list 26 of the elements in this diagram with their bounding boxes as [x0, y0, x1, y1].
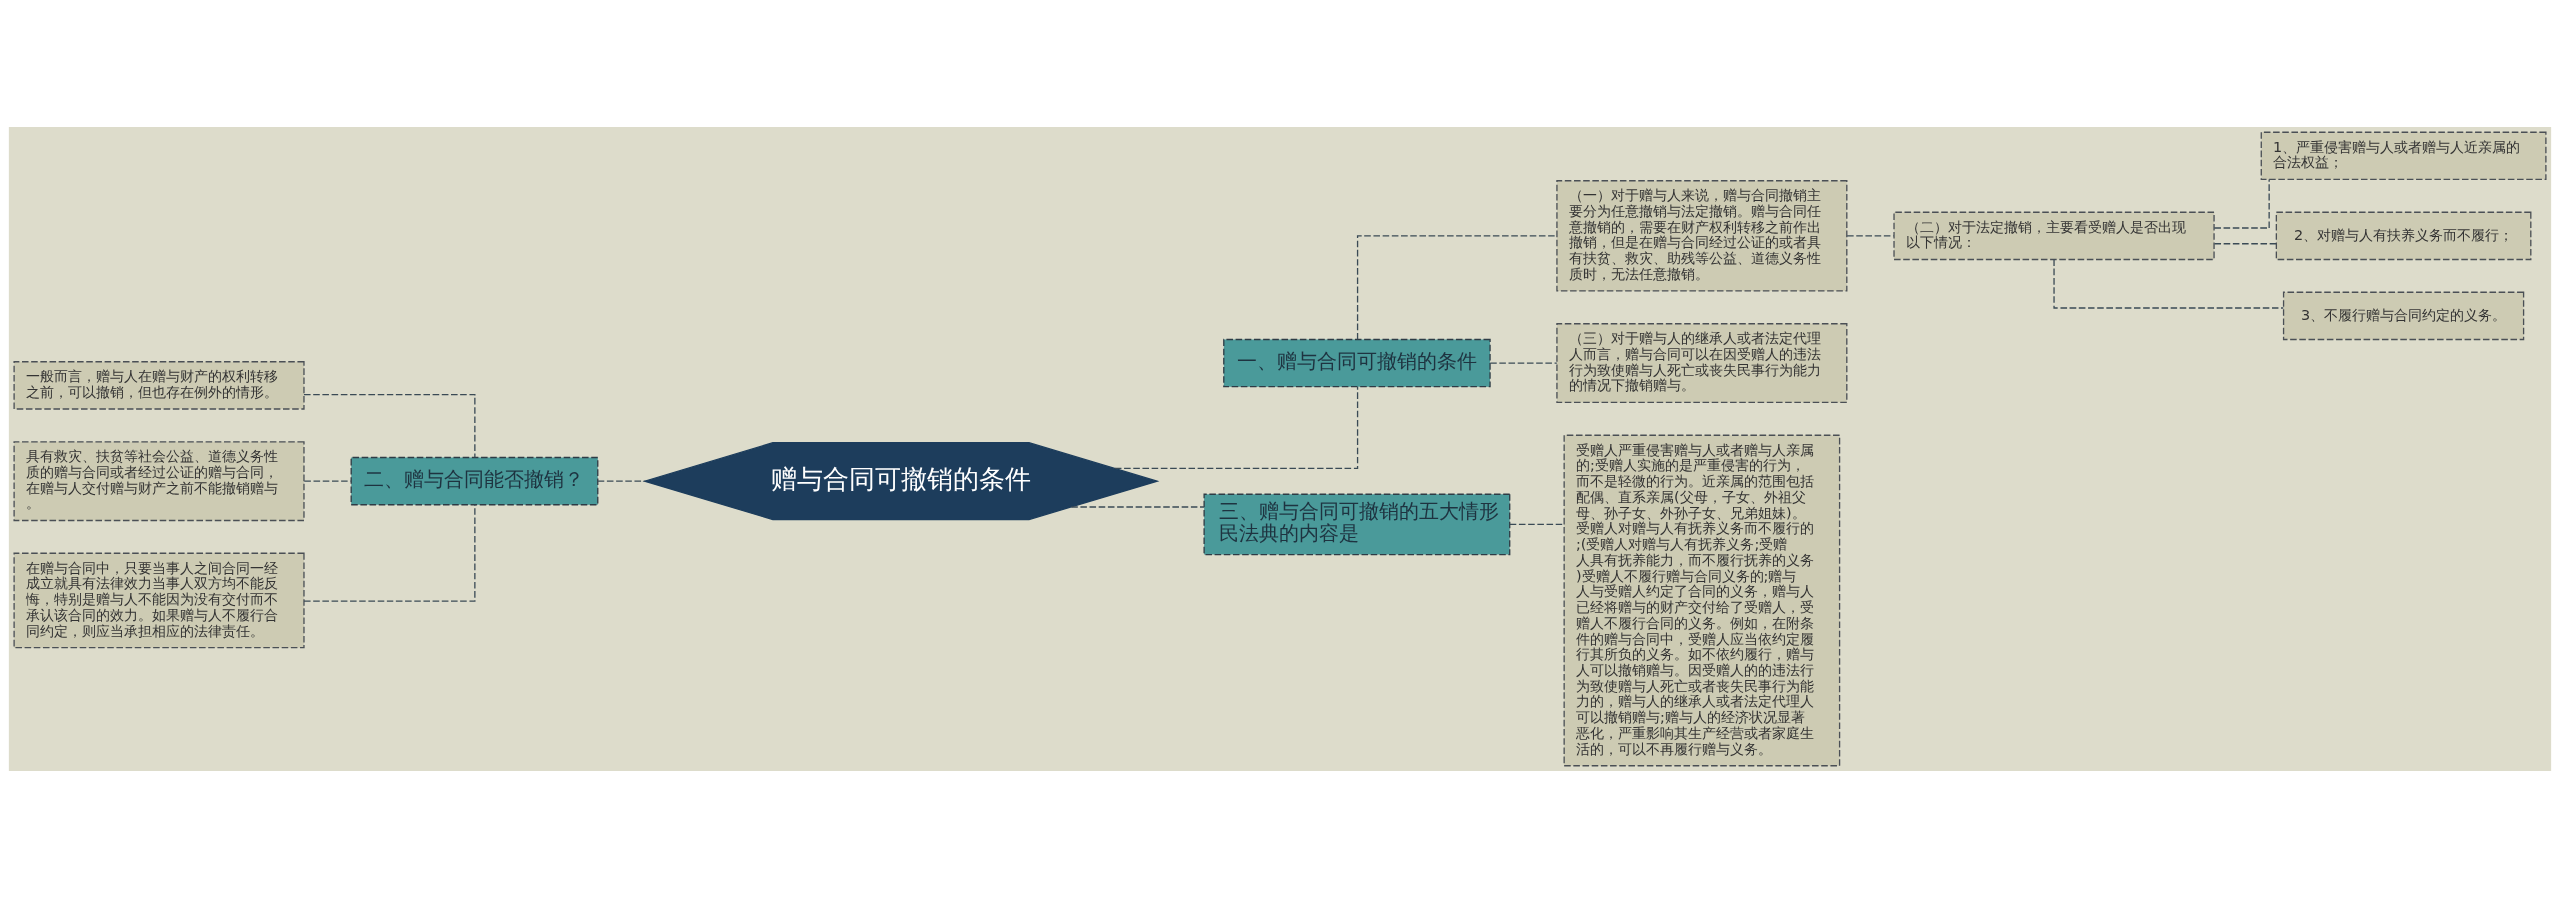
connector	[303, 480, 352, 482]
connector	[1070, 506, 1205, 508]
node-box: 具有救灾、扶贫等社会公益、道德义务性质的赠与合同或者经过公证的赠与合同，在赠与人交付赠与财产之前不能撤销赠与。	[13, 441, 305, 522]
node-box: 在赠与合同中，只要当事人之间合同一经成立就具有法律效力当事人双方均不能反悔，特别是赠与人不能因为没有交付而不承认该合同的效力。如果赠与人不履行合同约定，则应当承担相应的法律责任。	[13, 552, 305, 649]
node-box: 受赠人严重侵害赠与人或者赠与人亲属的;受赠人实施的是严重侵害的行为，而不是轻微的行为。近亲属的范围包括配偶、直系亲属(父母，子女、外祖父母、孙子女、外孙子女、兄弟姐妹)。受赠人对赠与人有抚养义务而不履行的;(受赠人对赠与人有抚养义务;受赠人具有抚养能力，而不履行抚养的义务)受赠人不履行赠与合同义务的;赠与人与受赠人约定了合同的义务，赠与人已经将赠与的财产交付给了受赠人，受赠人不履行合同的义务。例如，在附条件的赠与合同中，受赠人应当依约定履行其所负的义务。如不依约履行，赠与人可以撤销赠与。因受赠人的的违法行为致使赠与人死亡或者丧失民事行为能力的，赠与人的继承人或者法定代理人可以撤销赠与;赠与人的经济状况显著恶化，严重影响其生产经营或者家庭生活的，可以不再履行赠与义务。	[1563, 434, 1841, 767]
node-box: 3、不履行赠与合同约定的义务。	[2282, 291, 2525, 341]
connector	[1356, 235, 1558, 340]
node-box: 1、严重侵害赠与人或者赠与人近亲属的合法权益；	[2260, 131, 2547, 181]
node-box: 一、赠与合同可撤销的条件	[1223, 338, 1491, 388]
node-box: （二）对于法定撤销，主要看受赠人是否出现以下情况：	[1893, 211, 2215, 261]
node-box: （三）对于赠与人的继承人或者法定代理人而言，赠与合同可以在因受赠人的违法行为致使赠与人死亡或丧失民事行为能力的情况下撤销赠与。	[1556, 323, 1848, 404]
connector	[303, 504, 476, 602]
connector	[1846, 235, 1895, 237]
connector	[2213, 243, 2277, 245]
node-box: 一般而言，赠与人在赠与财产的权利转移之前，可以撤销，但也存在例外的情形。	[13, 361, 305, 410]
connector	[303, 393, 476, 459]
connector	[597, 480, 646, 482]
node-box: 2、对赠与人有扶养义务而不履行；	[2275, 211, 2532, 261]
connector	[1509, 523, 1565, 526]
connector	[2213, 178, 2270, 229]
node-box: （一）对于赠与人来说，赠与合同撤销主要分为任意撤销与法定撤销。赠与合同任意撤销的，需要在财产权利转移之前作出撤销，但是在赠与合同经过公证的或者具有扶贫、救灾、助残等公益、道德义务性质时，无法任意撤销。	[1556, 180, 1848, 292]
connector	[1114, 386, 1359, 470]
connector	[1489, 362, 1558, 364]
node-box: 三、赠与合同可撤销的五大情形民法典的内容是	[1203, 493, 1511, 556]
node-box: 二、赠与合同能否撤销？	[350, 456, 599, 506]
connector	[2053, 258, 2284, 309]
